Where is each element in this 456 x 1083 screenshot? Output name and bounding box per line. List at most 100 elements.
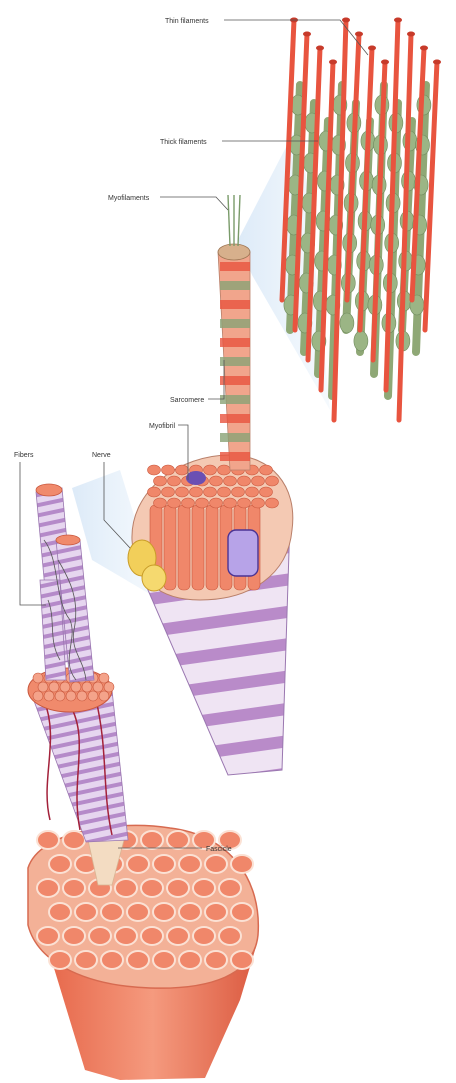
myofibril-end xyxy=(148,465,161,475)
myofibril-end xyxy=(196,498,209,508)
fascicle-fiber-end xyxy=(49,682,59,692)
belly-cell xyxy=(115,927,137,945)
myofibril-end xyxy=(224,476,237,486)
belly-cell xyxy=(115,879,137,897)
myofibril-end xyxy=(260,487,273,497)
sarcomere-band xyxy=(220,433,250,442)
fascicle-fiber-end xyxy=(88,691,98,701)
thin-filament-end xyxy=(433,60,441,65)
belly-cell xyxy=(63,879,85,897)
myofibril-end xyxy=(162,465,175,475)
thin-filament-end xyxy=(420,46,428,51)
fascicle-fiber-end xyxy=(104,682,114,692)
myofibril-end xyxy=(162,487,175,497)
belly-cell xyxy=(49,951,71,969)
myofibril-end xyxy=(204,465,217,475)
sarcomere-band xyxy=(220,300,250,309)
fascicle-fiber-end xyxy=(71,682,81,692)
sarcomere-band xyxy=(220,338,250,347)
belly-cell xyxy=(219,879,241,897)
thin-filament-end xyxy=(407,32,415,37)
fascicle-fiber-end xyxy=(44,691,54,701)
myofibril-end xyxy=(218,487,231,497)
belly-cell xyxy=(37,831,59,849)
muscle-fiber-section xyxy=(128,455,293,775)
myofibril-end xyxy=(232,487,245,497)
belly-cell xyxy=(219,927,241,945)
myofibril-end xyxy=(190,487,203,497)
label-sarcomere: Sarcomere xyxy=(170,397,204,404)
belly-cell xyxy=(141,831,163,849)
myofibril-end xyxy=(148,487,161,497)
sarcomere-band xyxy=(220,262,250,271)
label-myofilaments: Myofilaments xyxy=(108,195,150,202)
myosin-head xyxy=(340,313,354,333)
fascicle-fiber-end xyxy=(60,682,70,692)
myofibril-end xyxy=(168,498,181,508)
thin-filament-end xyxy=(394,18,402,23)
label-thin-filaments: Thin filaments xyxy=(165,18,209,25)
thin-filament-end xyxy=(329,60,337,65)
belly-cell xyxy=(231,903,253,921)
myosin-head xyxy=(354,331,368,351)
myofibril-end xyxy=(176,465,189,475)
nucleus-icon xyxy=(228,530,258,576)
sarcomere-band xyxy=(220,414,250,423)
fascicle-fiber-end xyxy=(33,673,43,683)
myofibril-end xyxy=(266,498,279,508)
belly-cell xyxy=(101,951,123,969)
myofibril-end xyxy=(154,498,167,508)
belly-cell xyxy=(167,927,189,945)
belly-cell xyxy=(37,879,59,897)
belly-cell xyxy=(127,903,149,921)
belly-cell xyxy=(193,879,215,897)
myofibril-end xyxy=(218,465,231,475)
fascicle-bundle xyxy=(28,668,128,842)
thin-filament-end xyxy=(355,32,363,37)
belly-cell xyxy=(179,903,201,921)
fascicle-fiber-end xyxy=(33,691,43,701)
belly-cell xyxy=(153,951,175,969)
sarcomere-band xyxy=(220,395,250,404)
label-thick-filaments: Thick filaments xyxy=(160,139,207,146)
fascicle-fiber-end xyxy=(77,691,87,701)
fascicle-fiber-end xyxy=(38,682,48,692)
thin-filament-end xyxy=(342,18,350,23)
sarcomere-band xyxy=(220,376,250,385)
belly-cell xyxy=(205,855,227,873)
fascicle-fiber-end xyxy=(99,691,109,701)
label-nerve: Nerve xyxy=(92,452,111,459)
thin-filament-end xyxy=(381,60,389,65)
myofibril-end xyxy=(210,476,223,486)
belly-cell xyxy=(89,927,111,945)
belly-cell xyxy=(63,927,85,945)
myofibril-end xyxy=(238,476,251,486)
myofibril-end xyxy=(176,487,189,497)
fascicle-fiber-end xyxy=(55,691,65,701)
sarcomere-band xyxy=(220,319,250,328)
myofibril-end xyxy=(238,498,251,508)
myofibril-end xyxy=(182,498,195,508)
sarcomere-band xyxy=(220,452,250,461)
label-fascicle: Fascicle xyxy=(206,846,232,853)
belly-cell xyxy=(37,927,59,945)
belly-cell xyxy=(153,855,175,873)
belly-cell xyxy=(101,903,123,921)
belly-cell xyxy=(179,855,201,873)
fascicle-fiber-end xyxy=(93,682,103,692)
myofibril-end xyxy=(210,498,223,508)
belly-cell xyxy=(127,855,149,873)
belly-cell xyxy=(231,951,253,969)
belly-cell xyxy=(205,951,227,969)
myofibril-rod xyxy=(206,505,218,590)
fascicle-fiber-end xyxy=(66,691,76,701)
sarcomere-band xyxy=(220,357,250,366)
belly-cell xyxy=(193,927,215,945)
thin-filament-end xyxy=(316,46,324,51)
belly-cell xyxy=(179,951,201,969)
belly-cell xyxy=(167,831,189,849)
myofibril-end xyxy=(224,498,237,508)
filament-bundle xyxy=(282,18,441,421)
belly-cell xyxy=(153,903,175,921)
